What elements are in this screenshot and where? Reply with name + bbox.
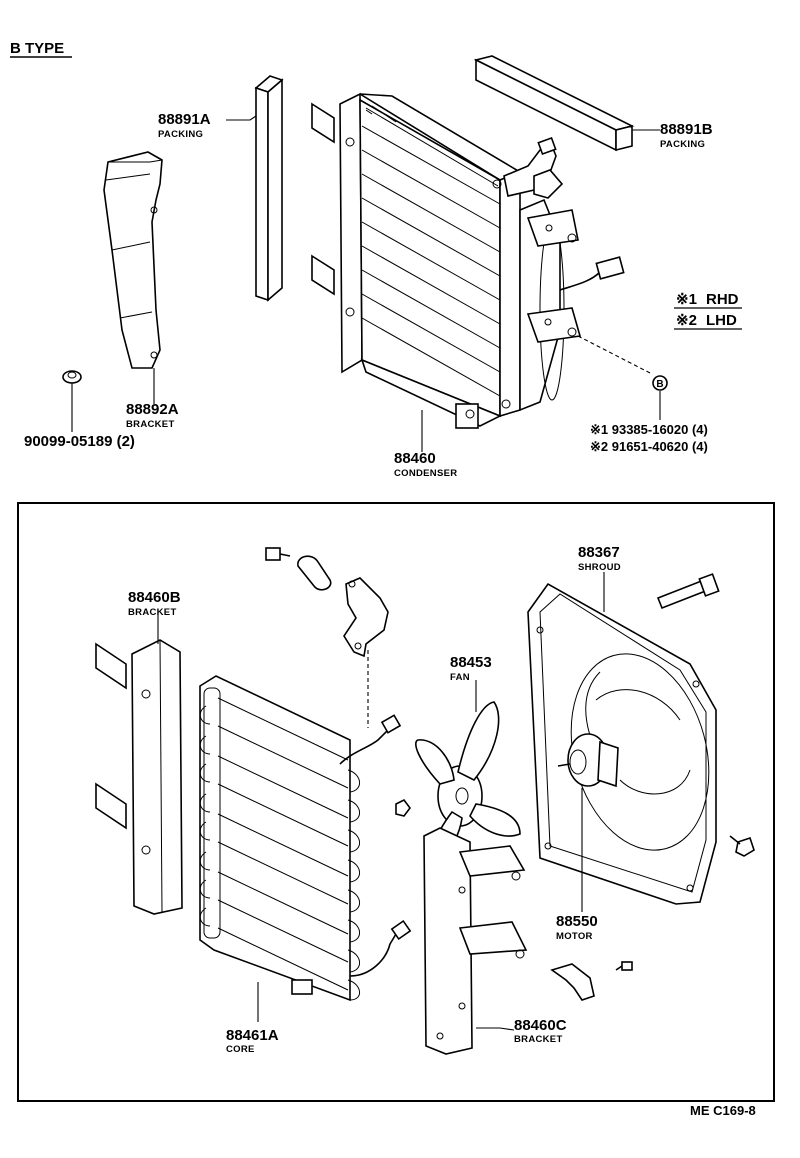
part-number-88460c: 88460C xyxy=(514,1017,567,1034)
shroud-88367-drawing xyxy=(527,582,717,905)
packing-strip-a-drawing xyxy=(254,75,284,302)
fan-88453-drawing xyxy=(415,701,521,857)
part-number-88891a: 88891A xyxy=(158,111,211,128)
bracket-88460b-drawing xyxy=(95,639,183,915)
fastener-variant-2: ※2 91651-40620 (4) xyxy=(590,439,708,454)
bolt-part-qty: 90099-05189 (2) xyxy=(24,433,135,450)
fastener-symbol: B xyxy=(652,375,668,391)
legend-text-1: RHD xyxy=(706,291,739,308)
lower-bolts-drawing xyxy=(550,573,755,1001)
part-name-motor: MOTOR xyxy=(556,931,593,942)
part-number-88453: 88453 xyxy=(450,654,492,671)
core-88461a-drawing xyxy=(199,675,412,1002)
figure-code: ME C169-8 xyxy=(690,1103,756,1118)
legend: ※1 RHD ※2 LHD xyxy=(674,291,742,330)
part-number-88892a: 88892A xyxy=(126,401,179,418)
fastener-variant-1: ※1 93385-16020 (4) xyxy=(590,422,708,437)
part-name-fan: FAN xyxy=(450,672,470,683)
clip-hardware-drawing xyxy=(265,547,411,817)
legend-text-2: LHD xyxy=(706,312,737,329)
part-number-88891b: 88891B xyxy=(660,121,713,138)
condenser-drawing xyxy=(311,92,653,429)
part-name-bracket-a: BRACKET xyxy=(126,419,175,430)
bracket-88892a-drawing xyxy=(103,151,163,369)
part-number-88367: 88367 xyxy=(578,544,620,561)
part-name-condenser: CONDENSER xyxy=(394,468,457,479)
part-number-88460b: 88460B xyxy=(128,589,181,606)
legend-mark-2: ※2 xyxy=(676,312,697,329)
bracket-88460c-drawing xyxy=(423,827,528,1055)
packing-strip-b-drawing xyxy=(473,55,635,152)
part-name-bracket-c: BRACKET xyxy=(514,1034,563,1045)
legend-mark-1: ※1 xyxy=(676,291,697,308)
part-name-packing-a: PACKING xyxy=(158,129,203,140)
part-number-88460: 88460 xyxy=(394,450,436,467)
motor-88550-drawing xyxy=(557,733,619,788)
bolt-icon xyxy=(62,370,82,432)
part-number-88550: 88550 xyxy=(556,913,598,930)
part-name-packing-b: PACKING xyxy=(660,139,705,150)
part-name-shroud: SHROUD xyxy=(578,562,621,573)
type-label: B TYPE xyxy=(10,40,64,57)
part-name-core: CORE xyxy=(226,1044,255,1055)
part-name-bracket-b: BRACKET xyxy=(128,607,177,618)
part-number-88461a: 88461A xyxy=(226,1027,279,1044)
fastener-letter: B xyxy=(656,379,663,390)
exploded-view-frame xyxy=(17,502,775,1102)
